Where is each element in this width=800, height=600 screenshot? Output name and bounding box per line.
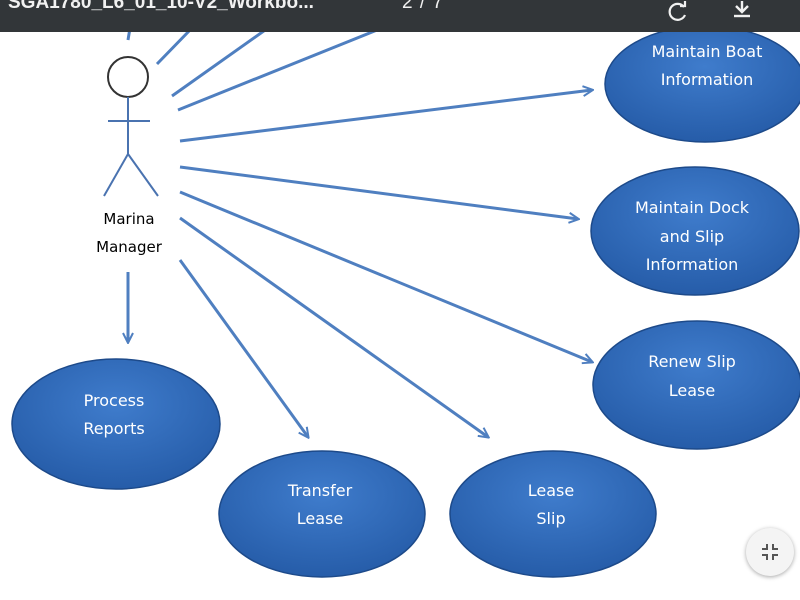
use-case-label: Process: [84, 391, 145, 410]
use-case-label: Maintain Dock: [635, 198, 750, 217]
pdf-toolbar: SGA1780_L6_01_10-V2_Workbo... 2 / 7: [0, 0, 800, 32]
connector-lease-slip: [179, 216, 488, 437]
use-case-label: Maintain Boat: [652, 42, 763, 61]
use-case-label: Information: [646, 255, 739, 274]
actor-figure: [103, 56, 159, 197]
exit-fullscreen-icon: [762, 544, 778, 560]
connector-maintain-boat-info: [179, 90, 592, 143]
connector-offpage-4: [177, 26, 383, 112]
rotate-button[interactable]: [658, 0, 698, 24]
use-case-label: Transfer: [287, 481, 353, 500]
document-title: SGA1780_L6_01_10-V2_Workbo...: [8, 0, 314, 13]
use-case-label: and Slip: [660, 227, 724, 246]
actor-label-line2: Manager: [96, 238, 163, 256]
actor-left-leg: [103, 153, 129, 197]
rotate-icon: [668, 1, 687, 21]
use-case-maintain-dock-slip-info: Maintain Dock and Slip Information: [590, 166, 800, 296]
use-case-label: Lease: [528, 481, 574, 500]
exit-fullscreen-button[interactable]: [746, 528, 794, 576]
use-case-renew-slip-lease: Renew Slip Lease: [592, 320, 800, 450]
connector-transfer-lease: [178, 259, 308, 437]
use-case-label: Information: [661, 70, 754, 89]
use-case-label: Renew Slip: [648, 352, 736, 371]
download-icon: [734, 1, 750, 18]
connector-renew-slip-lease: [179, 190, 592, 362]
use-case-maintain-boat-info: Maintain Boat Information: [604, 25, 800, 143]
download-button[interactable]: [722, 0, 762, 24]
connector-lines: [128, 26, 592, 437]
use-case-transfer-lease: Transfer Lease: [218, 450, 426, 578]
actor-head: [107, 56, 149, 98]
actor-right-leg: [127, 153, 159, 197]
use-case-label: Lease: [669, 381, 715, 400]
connector-offpage-3: [171, 26, 269, 98]
use-case-label: Slip: [536, 509, 565, 528]
page-indicator[interactable]: 2 / 7: [402, 0, 444, 13]
use-case-lease-slip: Lease Slip: [449, 450, 657, 578]
use-case-label: Lease: [297, 509, 343, 528]
connector-maintain-dock-slip-info: [179, 165, 578, 219]
connector-offpage-2: [155, 26, 194, 66]
use-case-label: Reports: [83, 419, 144, 438]
actor-label-line1: Marina: [103, 210, 154, 228]
use-case-process-reports: Process Reports: [11, 358, 221, 490]
